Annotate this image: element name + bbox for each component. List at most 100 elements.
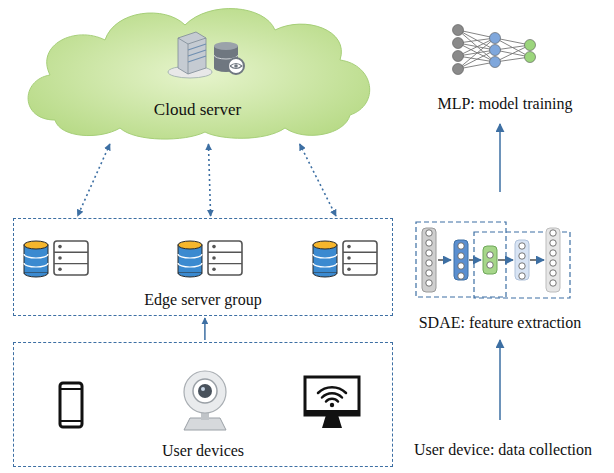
illustration-part	[426, 270, 432, 276]
illustration-part	[454, 240, 468, 280]
database-icon	[214, 42, 244, 74]
illustration-part	[426, 260, 432, 266]
illustration-part	[214, 42, 238, 50]
illustration-part	[487, 252, 493, 258]
illustration-part	[201, 387, 205, 391]
illustration-part	[453, 51, 464, 62]
phone-icon	[60, 383, 82, 427]
illustration-part	[519, 273, 525, 279]
illustration-part	[193, 379, 217, 403]
illustration-part	[453, 64, 464, 75]
illustration-part	[426, 280, 432, 286]
illustration-part	[458, 273, 464, 279]
illustration-part	[495, 57, 530, 62]
illustration-part	[498, 259, 513, 260]
illustration-part	[550, 240, 556, 246]
illustration-part	[214, 55, 238, 59]
camera-icon	[184, 371, 226, 430]
illustration-part	[519, 253, 525, 259]
illustration-part	[487, 262, 493, 268]
illustration-part	[490, 57, 501, 68]
node-label: Edge server group	[144, 290, 261, 309]
illustration-part	[453, 38, 464, 49]
illustration-part	[546, 228, 560, 292]
edge-server-icon	[313, 241, 377, 277]
edge-server-icon	[178, 241, 242, 277]
illustration-part	[453, 25, 464, 36]
illustration-part	[458, 263, 464, 269]
illustration-part	[495, 50, 530, 57]
illustration-part	[550, 260, 556, 266]
stage-label: MLP: model training	[437, 94, 572, 113]
illustration-part	[184, 418, 226, 430]
illustration-part	[458, 62, 495, 69]
illustration-part	[438, 259, 451, 260]
illustration-part	[530, 259, 544, 260]
illustration-part	[515, 240, 529, 280]
flow-arrow	[499, 124, 501, 192]
illustration-part	[519, 243, 525, 249]
illustration-part	[550, 250, 556, 256]
illustration-part	[458, 243, 464, 249]
illustration-part	[458, 38, 495, 56]
illustration-part	[214, 64, 238, 72]
illustration-part	[188, 44, 206, 62]
illustration-part	[60, 388, 82, 390]
monitor-icon	[305, 377, 359, 428]
connector-arrow	[300, 144, 336, 216]
illustration-part	[474, 232, 570, 298]
illustration-part	[198, 384, 212, 398]
illustration-part	[458, 30, 495, 62]
illustration-part	[318, 387, 346, 401]
flow-arrow	[499, 340, 501, 420]
illustration-part	[60, 383, 82, 427]
illustration-part	[426, 230, 432, 236]
node-label: User devices	[162, 441, 244, 460]
illustration-part	[458, 50, 495, 56]
illustration-part	[550, 230, 556, 236]
connector-arrow	[208, 144, 210, 216]
illustration-part	[178, 32, 206, 74]
illustration-part	[214, 46, 238, 68]
illustration-part	[458, 38, 495, 43]
illustration-part	[168, 66, 212, 78]
illustration-part	[234, 64, 238, 68]
illustration-part	[416, 222, 506, 297]
illustration-part	[458, 30, 495, 38]
illustration-part	[426, 240, 432, 246]
illustration-part	[483, 246, 497, 274]
illustration-part	[178, 38, 206, 74]
edge-server-icon	[24, 241, 88, 277]
illustration-part	[458, 56, 495, 62]
illustration-part	[495, 38, 530, 57]
stage-label: SDAE: feature extraction	[419, 313, 582, 332]
illustration-part	[426, 250, 432, 256]
illustration-part	[550, 280, 556, 286]
illustration-part	[458, 43, 495, 62]
illustration-part	[495, 38, 530, 45]
edge-group-box: Edge server group	[13, 218, 393, 316]
illustration-part	[458, 38, 495, 69]
illustration-part	[550, 270, 556, 276]
illustration-part	[305, 377, 359, 415]
illustration-part	[469, 259, 481, 260]
illustration-part	[525, 52, 536, 63]
illustration-part	[60, 420, 82, 422]
illustration-part	[228, 58, 244, 74]
connector-arrow	[204, 318, 206, 340]
cloud-node: Cloud server	[15, 0, 380, 142]
illustration-part	[458, 253, 464, 259]
illustration-part	[322, 415, 342, 428]
cloud-shape	[28, 9, 370, 139]
illustration-part	[495, 45, 530, 62]
server-tower-icon	[168, 32, 212, 78]
illustration-part	[458, 30, 495, 50]
connector-arrow	[78, 144, 110, 216]
illustration-part	[330, 403, 334, 407]
illustration-part	[519, 263, 525, 269]
node-label: Cloud server	[154, 100, 241, 120]
cloud-outline	[15, 0, 380, 142]
illustration-part	[490, 45, 501, 56]
